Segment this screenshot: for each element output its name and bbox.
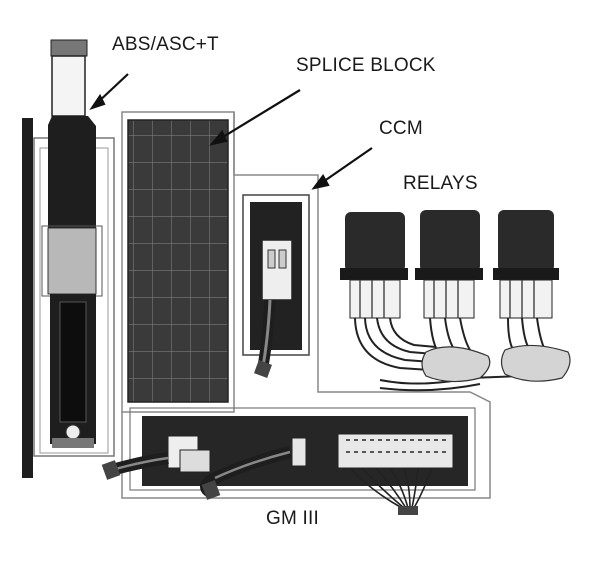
wire-splices (421, 344, 571, 383)
label-abs-asc: ABS/ASC+T (112, 34, 219, 55)
gm-module (129, 407, 476, 491)
housing-outline (121, 112, 491, 499)
relay-1 (340, 212, 408, 319)
gm-harness (101, 446, 433, 515)
ccm-module (242, 194, 310, 378)
relay-2 (415, 210, 483, 319)
label-splice-block: SPLICE BLOCK (296, 55, 436, 76)
label-relays: RELAYS (403, 173, 478, 194)
label-gm: GM III (266, 508, 319, 529)
relay-3 (493, 210, 559, 319)
splice-block (121, 111, 235, 413)
abs-asc-module (22, 39, 115, 478)
label-ccm: CCM (379, 118, 423, 139)
leader-arrows (89, 73, 373, 190)
